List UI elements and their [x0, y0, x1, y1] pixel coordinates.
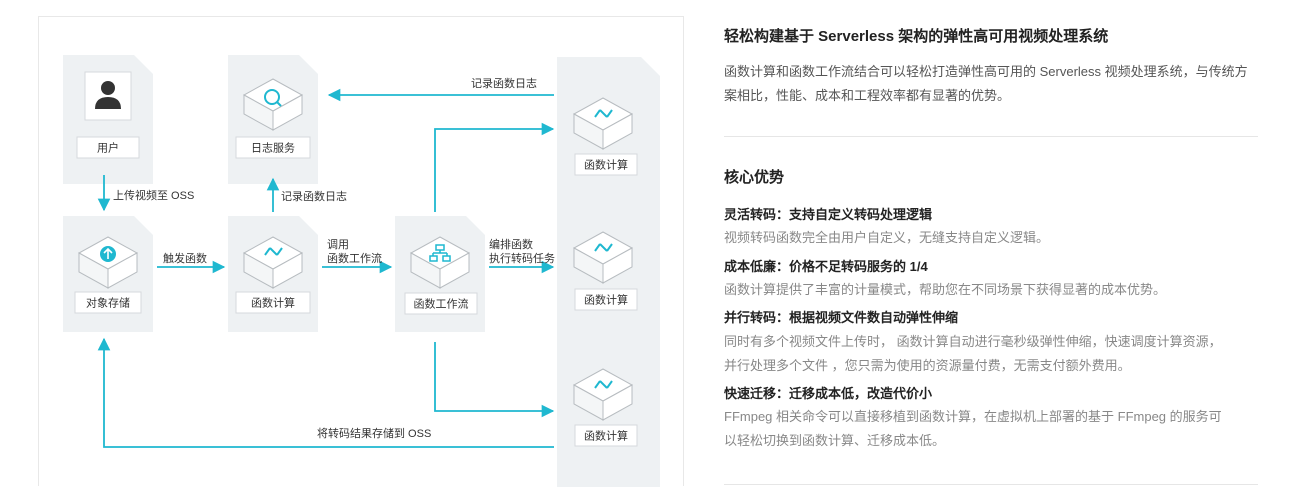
- function-compute-icon: [572, 368, 634, 421]
- node-fc-column: 函数计算 函数计算 函数计算: [557, 57, 660, 487]
- workflow-label: 函数工作流: [414, 297, 469, 311]
- log-search-icon: [242, 78, 304, 131]
- object-storage-label: 对象存储: [86, 296, 130, 310]
- function-compute-icon: [572, 97, 634, 150]
- advantage-body: 函数计算提供了丰富的计量模式，帮助您在不同场景下获得显著的成本优势。: [724, 282, 1167, 297]
- fc-bottom-label: 函数计算: [584, 429, 628, 443]
- edge-trigger-label: 触发函数: [163, 251, 207, 265]
- edge-log-right-label: 记录函数日志: [471, 77, 537, 90]
- edge-invoke-label-2: 函数工作流: [327, 251, 382, 265]
- node-user: 用户: [63, 55, 153, 184]
- advantage-heading: 灵活转码：支持自定义转码处理逻辑: [724, 207, 933, 222]
- advantage-heading: 并行转码：根据视频文件数自动弹性伸缩: [724, 310, 959, 325]
- node-workflow: 函数工作流: [395, 216, 485, 332]
- fc-top-label: 函数计算: [584, 158, 628, 172]
- advantage-heading: 成本低廉：价格不足转码服务的 1/4: [724, 259, 928, 274]
- edge-log-fc-label: 记录函数日志: [281, 190, 347, 203]
- diagram-canvas: 用户 日志服务 对象存储: [63, 55, 660, 487]
- advantage-body: FFmpeg 相关命令可以直接移植到函数计算，在虚拟机上部署的基于 FFmpeg…: [724, 409, 1222, 448]
- workflow-icon: [409, 236, 471, 289]
- edge-orchestrate-label-1: 编排函数: [489, 237, 533, 251]
- architecture-diagram: 用户 日志服务 对象存储: [38, 16, 684, 487]
- fc-main-label: 函数计算: [251, 296, 295, 310]
- divider: [724, 484, 1258, 485]
- edge-orchestrate-label-2: 执行转码任务: [489, 251, 555, 265]
- divider: [724, 136, 1258, 137]
- arrow-store-result: [97, 337, 554, 448]
- description-panel: 轻松构建基于 Serverless 架构的弹性高可用视频处理系统 函数计算和函数…: [724, 0, 1258, 486]
- node-object-storage: 对象存储: [63, 216, 153, 332]
- arrow-to-fc-top: [434, 122, 555, 212]
- arrow-to-fc-bottom: [434, 342, 555, 418]
- edge-invoke-label-1: 调用: [327, 238, 349, 251]
- user-icon: [84, 71, 132, 121]
- page-title: 轻松构建基于 Serverless 架构的弹性高可用视频处理系统: [724, 28, 1109, 45]
- advantage-body: 同时有多个视频文件上传时， 函数计算自动进行毫秒级弹性伸缩，快速调度计算资源， …: [724, 334, 1222, 373]
- edge-store-label: 将转码结果存储到 OSS: [317, 426, 431, 440]
- advantage-body: 视频转码函数完全由用户自定义，无缝支持自定义逻辑。: [724, 230, 1050, 245]
- node-fc-main: 函数计算: [228, 216, 318, 332]
- log-service-label: 日志服务: [251, 142, 295, 155]
- advantages-title: 核心优势: [724, 169, 785, 186]
- cloud-upload-icon: [77, 236, 139, 289]
- fc-middle-label: 函数计算: [584, 293, 628, 307]
- function-compute-icon: [242, 236, 304, 289]
- advantage-heading: 快速迁移：迁移成本低，改造代价小: [724, 386, 933, 401]
- user-label: 用户: [97, 141, 119, 155]
- function-compute-icon: [572, 231, 634, 284]
- node-log-service: 日志服务: [228, 55, 318, 184]
- edge-upload-label: 上传视频至 OSS: [113, 188, 194, 202]
- intro-text: 函数计算和函数工作流结合可以轻松打造弹性高可用的 Serverless 视频处理…: [724, 64, 1248, 103]
